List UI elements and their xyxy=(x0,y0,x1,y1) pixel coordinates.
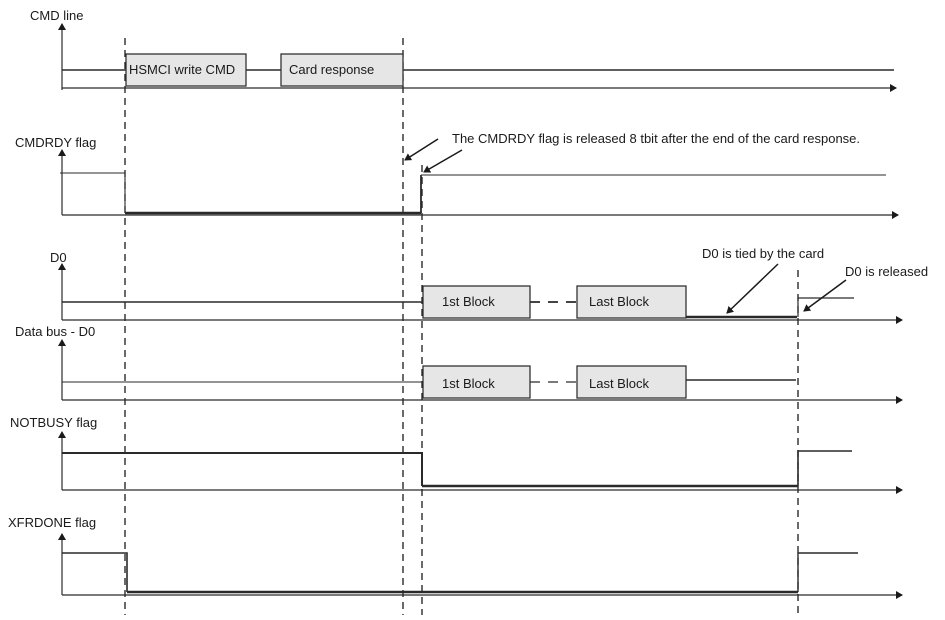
data-bus-box-first-block xyxy=(422,365,531,399)
d0-box-last-block xyxy=(576,285,687,319)
d0-tied-arrow xyxy=(726,263,779,314)
signal-cmdrdy-flag: CMDRDY flag The CMDRDY flag is released … xyxy=(15,131,899,219)
cmdrdy-release-annotation: The CMDRDY flag is released 8 tbit after… xyxy=(452,131,860,146)
cmd-box-write-text: HSMCI write CMD xyxy=(129,62,235,77)
xfrdone-high-level xyxy=(62,552,128,592)
data-bus-label: Data bus - D0 xyxy=(15,324,95,339)
d0-released-arrow xyxy=(803,279,847,312)
data-bus-box-first-block-text: 1st Block xyxy=(442,376,495,391)
cmdrdy-high-level xyxy=(60,172,126,213)
signal-xfrdone-flag: XFRDONE flag xyxy=(8,515,903,599)
cmd-box-response xyxy=(280,53,404,87)
notbusy-label: NOTBUSY flag xyxy=(10,415,97,430)
d0-released-annotation: D0 is released xyxy=(845,264,928,279)
data-bus-box-last-block xyxy=(576,365,687,399)
notbusy-high-level xyxy=(62,452,423,486)
d0-box-first-block xyxy=(422,285,531,319)
d0-box-last-block-text: Last Block xyxy=(589,294,649,309)
cmdrdy-release-arrow xyxy=(423,149,463,173)
cmdrdy-release-arrow xyxy=(404,138,439,161)
d0-released-level xyxy=(797,297,854,317)
signal-cmd-line: CMD line HSMCI write CMD Card response xyxy=(30,8,897,92)
signal-data-bus-d0: Data bus - D0 1st Block Last Block xyxy=(15,324,903,404)
d0-box-first-block-text: 1st Block xyxy=(442,294,495,309)
notbusy-high-level xyxy=(797,450,852,486)
d0-tied-annotation: D0 is tied by the card xyxy=(702,246,824,261)
xfrdone-label: XFRDONE flag xyxy=(8,515,96,530)
data-bus-box-last-block-text: Last Block xyxy=(589,376,649,391)
signal-notbusy-flag: NOTBUSY flag xyxy=(10,415,903,494)
cmd-line-label: CMD line xyxy=(30,8,83,23)
xfrdone-high-level xyxy=(797,552,858,592)
d0-label: D0 xyxy=(50,250,67,265)
cmd-box-write xyxy=(125,53,247,87)
cmd-box-response-text: Card response xyxy=(289,62,374,77)
signal-d0: D0 1st Block Last Block D0 is tied by th… xyxy=(50,246,928,324)
cmdrdy-label: CMDRDY flag xyxy=(15,135,96,150)
